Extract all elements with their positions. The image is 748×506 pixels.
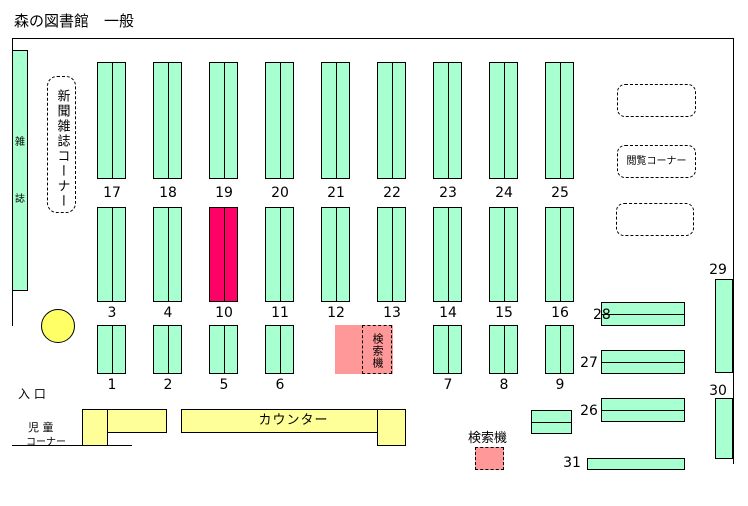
entrance-label: 入 口 [18, 387, 46, 401]
shelf-number-1: 1 [107, 377, 117, 393]
search-terminal-box[interactable]: 検索機 [362, 325, 392, 374]
shelf-10-highlighted[interactable] [209, 207, 238, 302]
floor-right-wall [733, 38, 734, 464]
shelf-8[interactable] [489, 325, 518, 374]
newspaper-corner-label: 新聞雑誌コーナー [54, 89, 70, 209]
counter-main[interactable]: カウンター [181, 409, 406, 433]
shelf-number-19: 19 [215, 185, 233, 201]
shelf-31[interactable] [587, 458, 685, 470]
kids-corner-label-1: 児 童 [28, 421, 54, 434]
pillar-circle [41, 309, 75, 343]
shelf-18[interactable] [153, 62, 182, 179]
shelf-24[interactable] [489, 62, 518, 179]
shelf-25[interactable] [545, 62, 574, 179]
shelf-number-10: 10 [215, 305, 233, 321]
page-title: 森の図書館 一般 [14, 12, 135, 30]
shelf-7[interactable] [433, 325, 462, 374]
kids-corner-label-2: コーナー [26, 437, 66, 448]
shelf-number-24: 24 [495, 185, 513, 201]
shelf-30[interactable] [715, 398, 733, 459]
shelf-number-7: 7 [443, 377, 453, 393]
shelf-number-14: 14 [439, 305, 457, 321]
shelf-26[interactable] [601, 398, 685, 422]
search-terminal-label: 検索機 [468, 431, 508, 446]
shelf-11[interactable] [265, 207, 294, 302]
shelf-12[interactable] [321, 207, 350, 302]
shelf-3[interactable] [97, 207, 126, 302]
shelf-19[interactable] [209, 62, 238, 179]
search-terminal-vertical-label: 検索機 [371, 333, 384, 369]
shelf-number-2: 2 [163, 377, 173, 393]
magazine-label-1: 雑 [15, 137, 25, 148]
shelf-20[interactable] [265, 62, 294, 179]
shelf-16[interactable] [545, 207, 574, 302]
counter-left-leg[interactable] [82, 409, 108, 446]
shelf-number-31: 31 [563, 455, 581, 471]
shelf-13[interactable] [377, 207, 406, 302]
floor-top-wall [12, 38, 733, 39]
shelf-number-12: 12 [327, 305, 345, 321]
shelf-number-21: 21 [327, 185, 345, 201]
shelf-number-5: 5 [219, 377, 229, 393]
shelf-number-22: 22 [383, 185, 401, 201]
shelf-number-18: 18 [159, 185, 177, 201]
shelf-number-25: 25 [551, 185, 569, 201]
counter-right-leg[interactable] [377, 409, 406, 446]
shelf-number-26: 26 [580, 403, 598, 419]
shelf-23[interactable] [433, 62, 462, 179]
shelf-2[interactable] [153, 325, 182, 374]
shelf-number-15: 15 [495, 305, 513, 321]
reading-corner-label: 閲覧コーナー [626, 156, 687, 167]
shelf-15[interactable] [489, 207, 518, 302]
counter-label: カウンター [258, 413, 329, 428]
shelf-number-16: 16 [551, 305, 569, 321]
reading-table-bottom[interactable] [616, 203, 694, 236]
shelf-4[interactable] [153, 207, 182, 302]
shelf-14[interactable] [433, 207, 462, 302]
search-terminal-area[interactable] [335, 325, 393, 374]
shelf-number-20: 20 [271, 185, 289, 201]
reading-corner[interactable]: 閲覧コーナー [617, 145, 696, 178]
shelf-9[interactable] [545, 325, 574, 374]
search-terminal-bottom[interactable] [475, 447, 504, 470]
shelf-27[interactable] [601, 350, 685, 374]
shelf-number-27: 27 [580, 355, 598, 371]
shelf-5[interactable] [209, 325, 238, 374]
shelf-number-4: 4 [163, 305, 173, 321]
shelf-6[interactable] [265, 325, 294, 374]
shelf-number-30: 30 [709, 383, 727, 399]
shelf-number-8: 8 [499, 377, 509, 393]
newspaper-magazine-corner[interactable]: 新聞雑誌コーナー [47, 76, 76, 213]
shelf-22[interactable] [377, 62, 406, 179]
shelf-1[interactable] [97, 325, 126, 374]
shelf-number-6: 6 [275, 377, 285, 393]
floor-bottom-wall [12, 445, 132, 446]
shelf-extra-small[interactable] [531, 410, 572, 434]
shelf-number-23: 23 [439, 185, 457, 201]
magazine-shelf[interactable] [12, 50, 28, 291]
shelf-number-9: 9 [555, 377, 565, 393]
shelf-number-28: 28 [593, 307, 611, 323]
shelf-number-3: 3 [107, 305, 117, 321]
shelf-28[interactable] [601, 302, 685, 326]
shelf-number-11: 11 [271, 305, 289, 321]
shelf-number-17: 17 [103, 185, 121, 201]
shelf-number-29: 29 [709, 262, 727, 278]
shelf-17[interactable] [97, 62, 126, 179]
reading-table-top[interactable] [617, 84, 696, 117]
magazine-label-2: 誌 [15, 194, 25, 205]
shelf-29[interactable] [715, 279, 733, 373]
shelf-number-13: 13 [383, 305, 401, 321]
shelf-21[interactable] [321, 62, 350, 179]
